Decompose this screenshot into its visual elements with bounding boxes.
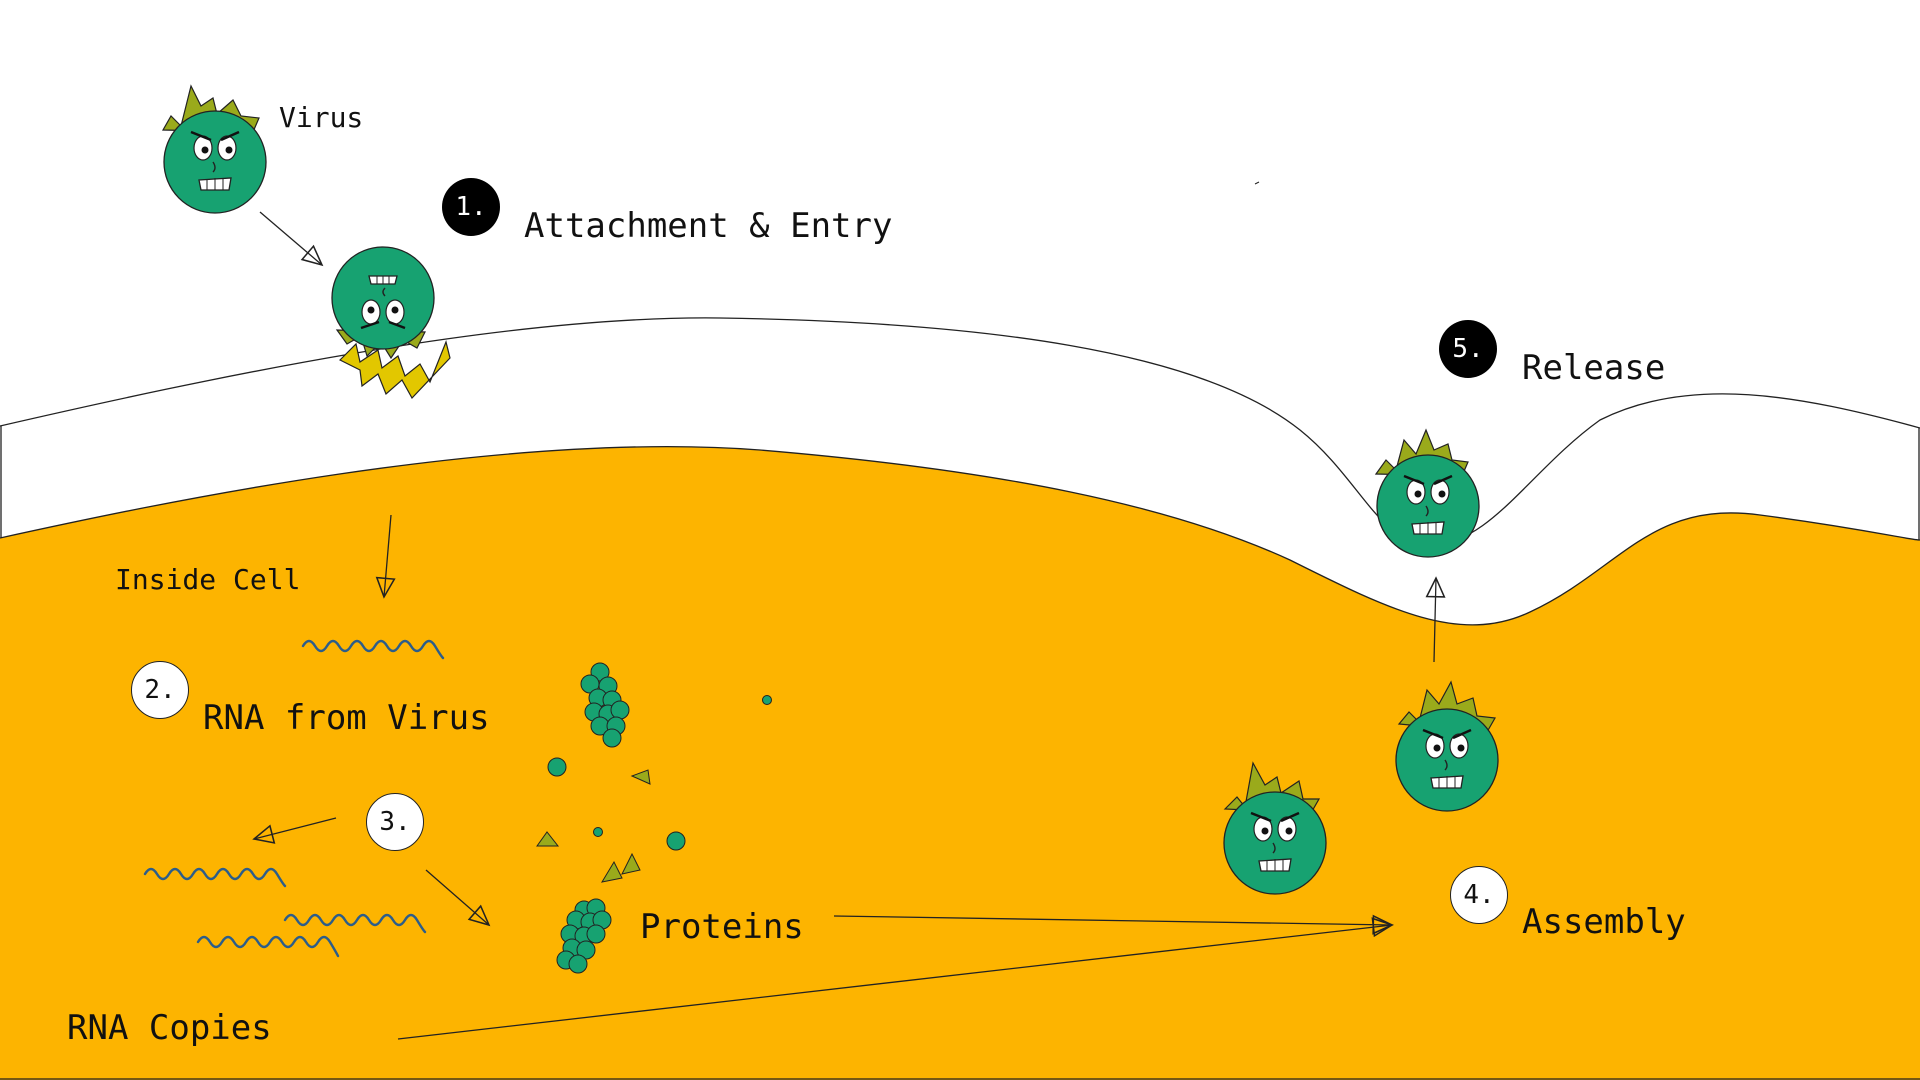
virus-icon-assembly-left: [1223, 761, 1327, 895]
rna-strand-copy-3: [196, 935, 340, 958]
virus-body: [1376, 454, 1480, 558]
virus-body: [1395, 708, 1499, 812]
virus-icon-top: [161, 84, 267, 214]
label-inside-cell: Inside Cell: [115, 563, 301, 596]
step-badge-2: 2.: [131, 661, 189, 719]
virus-body: [163, 110, 267, 214]
arrow-assembly-to-release: [1425, 576, 1446, 663]
step-badge-5: 5.: [1439, 320, 1497, 378]
virus-body: [1223, 791, 1327, 895]
protein-cluster-top: [580, 662, 630, 748]
rna-strand-copy-2: [283, 913, 427, 934]
arrow-step3-to-proteins: [425, 869, 491, 927]
virus-icon-assembly-right: [1395, 680, 1499, 812]
rna-strand-copy-1: [143, 867, 287, 888]
arrow-entry-to-inside: [375, 514, 396, 599]
cell-membrane-inner: [0, 446, 1920, 626]
step-badge-1: 1.: [442, 178, 500, 236]
label-release: Release: [1522, 348, 1666, 388]
step-badge-3: 3.: [366, 793, 424, 851]
cell-membrane-outer: [0, 317, 1920, 546]
virus-icon-attaching: [331, 246, 435, 360]
label-virus: Virus: [279, 101, 364, 134]
stray-mark: [1254, 181, 1260, 185]
virus-icon-release: [1374, 428, 1480, 558]
label-attachment-entry: Attachment & Entry: [524, 206, 893, 246]
label-rna-from-virus: RNA from Virus: [203, 698, 490, 738]
arrow-virus-to-attach: [259, 211, 324, 267]
cell-cytoplasm: [0, 446, 1920, 1080]
rna-strand-viral: [301, 639, 445, 660]
arrow-rna-to-assembly: [397, 917, 1394, 1040]
label-proteins: Proteins: [640, 907, 804, 947]
label-assembly: Assembly: [1522, 902, 1686, 942]
arrow-step3-to-rna: [252, 817, 337, 844]
free-proteins: [536, 695, 772, 883]
process-arrows: [252, 211, 1446, 1040]
protein-cluster-bottom: [556, 898, 612, 974]
virus-body: [331, 246, 435, 350]
arrow-proteins-to-assembly: [833, 914, 1394, 935]
receptor-icon: [338, 340, 451, 400]
label-rna-copies: RNA Copies: [67, 1008, 272, 1048]
step-badge-4: 4.: [1450, 866, 1508, 924]
